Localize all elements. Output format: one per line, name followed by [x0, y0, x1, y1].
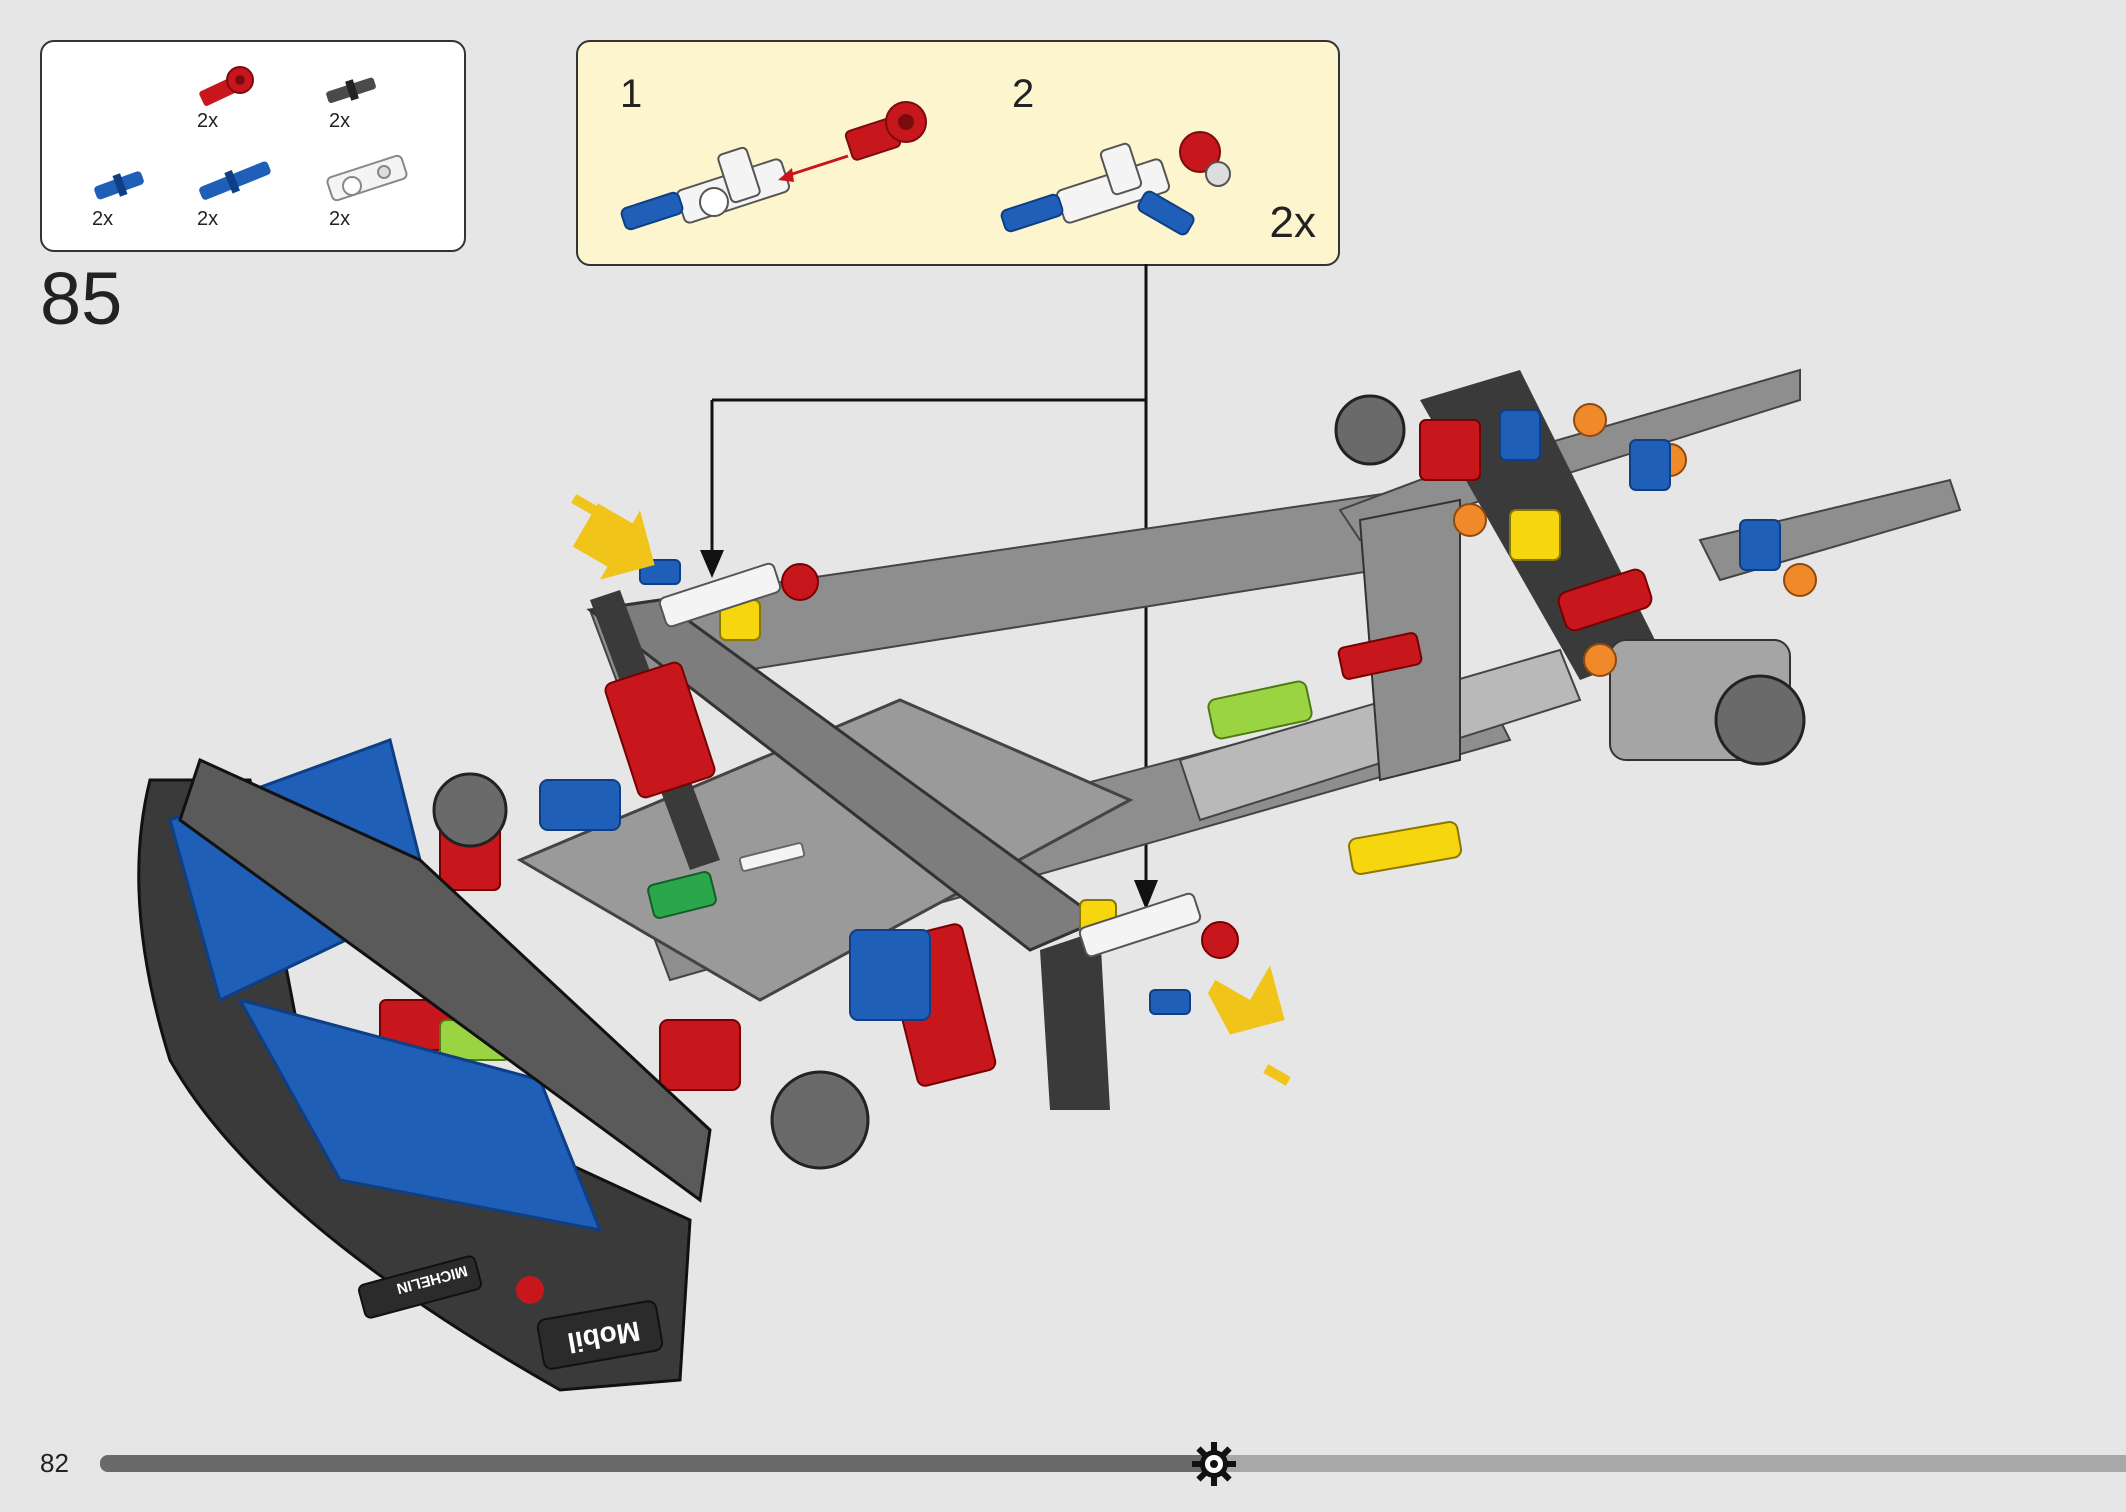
pointer-arrowhead: [1134, 880, 1158, 910]
front-hub: [432, 772, 508, 848]
parts-qty: 2x: [329, 208, 351, 230]
rear-hub: [1334, 394, 1406, 466]
sub-assembly-illustration: [620, 101, 1231, 236]
sub-assembly-multiplier: 2x: [1269, 198, 1316, 247]
red-axle-pin-connector-icon: [199, 66, 254, 106]
parts-qty: 2x: [197, 110, 219, 132]
blue-pin-short-icon: [94, 171, 144, 200]
assembled-part: [1000, 131, 1231, 236]
new-sub-assembly-front: [639, 559, 819, 628]
step-number: 85: [40, 257, 123, 340]
parts-qty: 2x: [329, 110, 351, 132]
colored-parts: [279, 403, 1817, 1121]
white-cross-block-icon: [326, 154, 408, 202]
parts-list-box: 2x 2x 2x 2x 2x: [40, 40, 466, 252]
new-sub-assembly-rear: [1078, 892, 1239, 1015]
blue-axle-pin-long-icon: [199, 161, 271, 200]
black-axle-pin-icon: [326, 77, 376, 103]
progress-bar: [100, 1455, 2126, 1472]
sub-step-number: 2: [1012, 72, 1035, 116]
battery-green-button: [647, 871, 717, 919]
insertion-arrow-yellow: [571, 494, 655, 580]
progress-bar-fill: [100, 1455, 1215, 1472]
parts-qty: 2x: [197, 208, 219, 230]
page-number: 82: [40, 1448, 69, 1478]
insertion-arrow-yellow: [1207, 965, 1291, 1086]
sub-step-number: 1: [620, 72, 643, 116]
red-connector-part: [844, 101, 927, 161]
front-hub: [770, 1070, 870, 1170]
front-bumper: [137, 738, 712, 1392]
sub-assembly-callout: 1 2 2x: [576, 40, 1340, 266]
rear-hub: [1714, 674, 1806, 766]
insertion-arrow: [785, 154, 849, 178]
gear-icon: [1192, 1442, 1237, 1486]
parts-qty: 2x: [92, 208, 114, 230]
blue-pin-part: [620, 191, 684, 231]
pointer-arrowhead: [700, 550, 724, 578]
